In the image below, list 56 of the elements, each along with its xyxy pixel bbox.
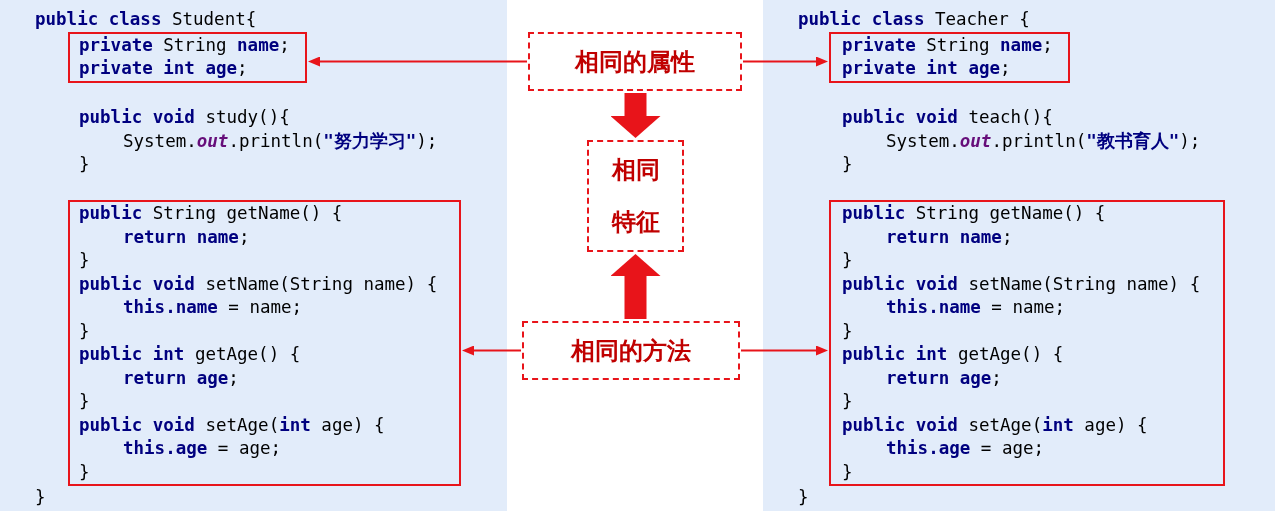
code-line: return age; [123,366,239,390]
code-line: } [79,153,90,176]
code-line: } [79,390,90,413]
code-line: } [842,153,853,176]
arrow [462,345,522,356]
code-line: } [842,390,853,413]
code-line: System.out.println("教书育人"); [886,129,1201,153]
highlight-box [829,200,1225,486]
code-line: this.name = name; [123,296,303,319]
code-line: public void study(){ [79,106,290,129]
code-line: public class Student{ [35,8,257,31]
code-line: public String getName() { [842,202,1106,225]
label-text: 相同的属性 [575,46,695,77]
code-line: } [79,460,90,484]
highlight-box [68,31,307,83]
code-line: } [798,486,809,509]
code-line: public void setName(String name) { [79,272,438,296]
code-line: public int getAge() { [79,343,301,366]
code-line: System.out.println("努力学习"); [123,129,438,153]
code-line: public void teach(){ [842,106,1053,129]
label-text: 相同的方法 [571,335,691,366]
code-line: } [842,460,853,484]
code-line: public void setAge(int age) { [79,413,385,437]
code-line: private String name; [79,33,290,57]
code-line: } [842,319,853,343]
block-arrow [610,93,661,138]
code-line: private int age; [79,57,248,80]
code-line: } [842,249,853,272]
label-box [528,32,742,91]
arrow [742,56,828,67]
code-line: public void setName(String name) { [842,272,1201,296]
code-line: } [79,319,90,343]
arrow [308,56,528,67]
code-line: public class Teacher { [798,8,1030,31]
code-line: this.age = age; [123,437,282,460]
code-line: this.name = name; [886,296,1066,319]
block-arrow [610,254,661,319]
code-line: public String getName() { [79,202,343,225]
highlight-box [829,31,1070,83]
code-line: } [35,486,46,509]
code-line: return name; [123,225,250,249]
label-box [522,321,740,380]
code-line: public int getAge() { [842,343,1064,366]
code-line: return age; [886,366,1002,390]
highlight-box [68,200,461,486]
code-panel [763,0,1275,511]
code-line: private String name; [842,33,1053,57]
label-box [587,140,684,252]
code-line: this.age = age; [886,437,1045,460]
arrow [740,345,828,356]
code-line: private int age; [842,57,1011,80]
code-line: public void setAge(int age) { [842,413,1148,437]
code-panel [0,0,507,511]
code-line: } [79,249,90,272]
label-text: 相同特征 [610,155,661,238]
code-line: return name; [886,225,1013,249]
